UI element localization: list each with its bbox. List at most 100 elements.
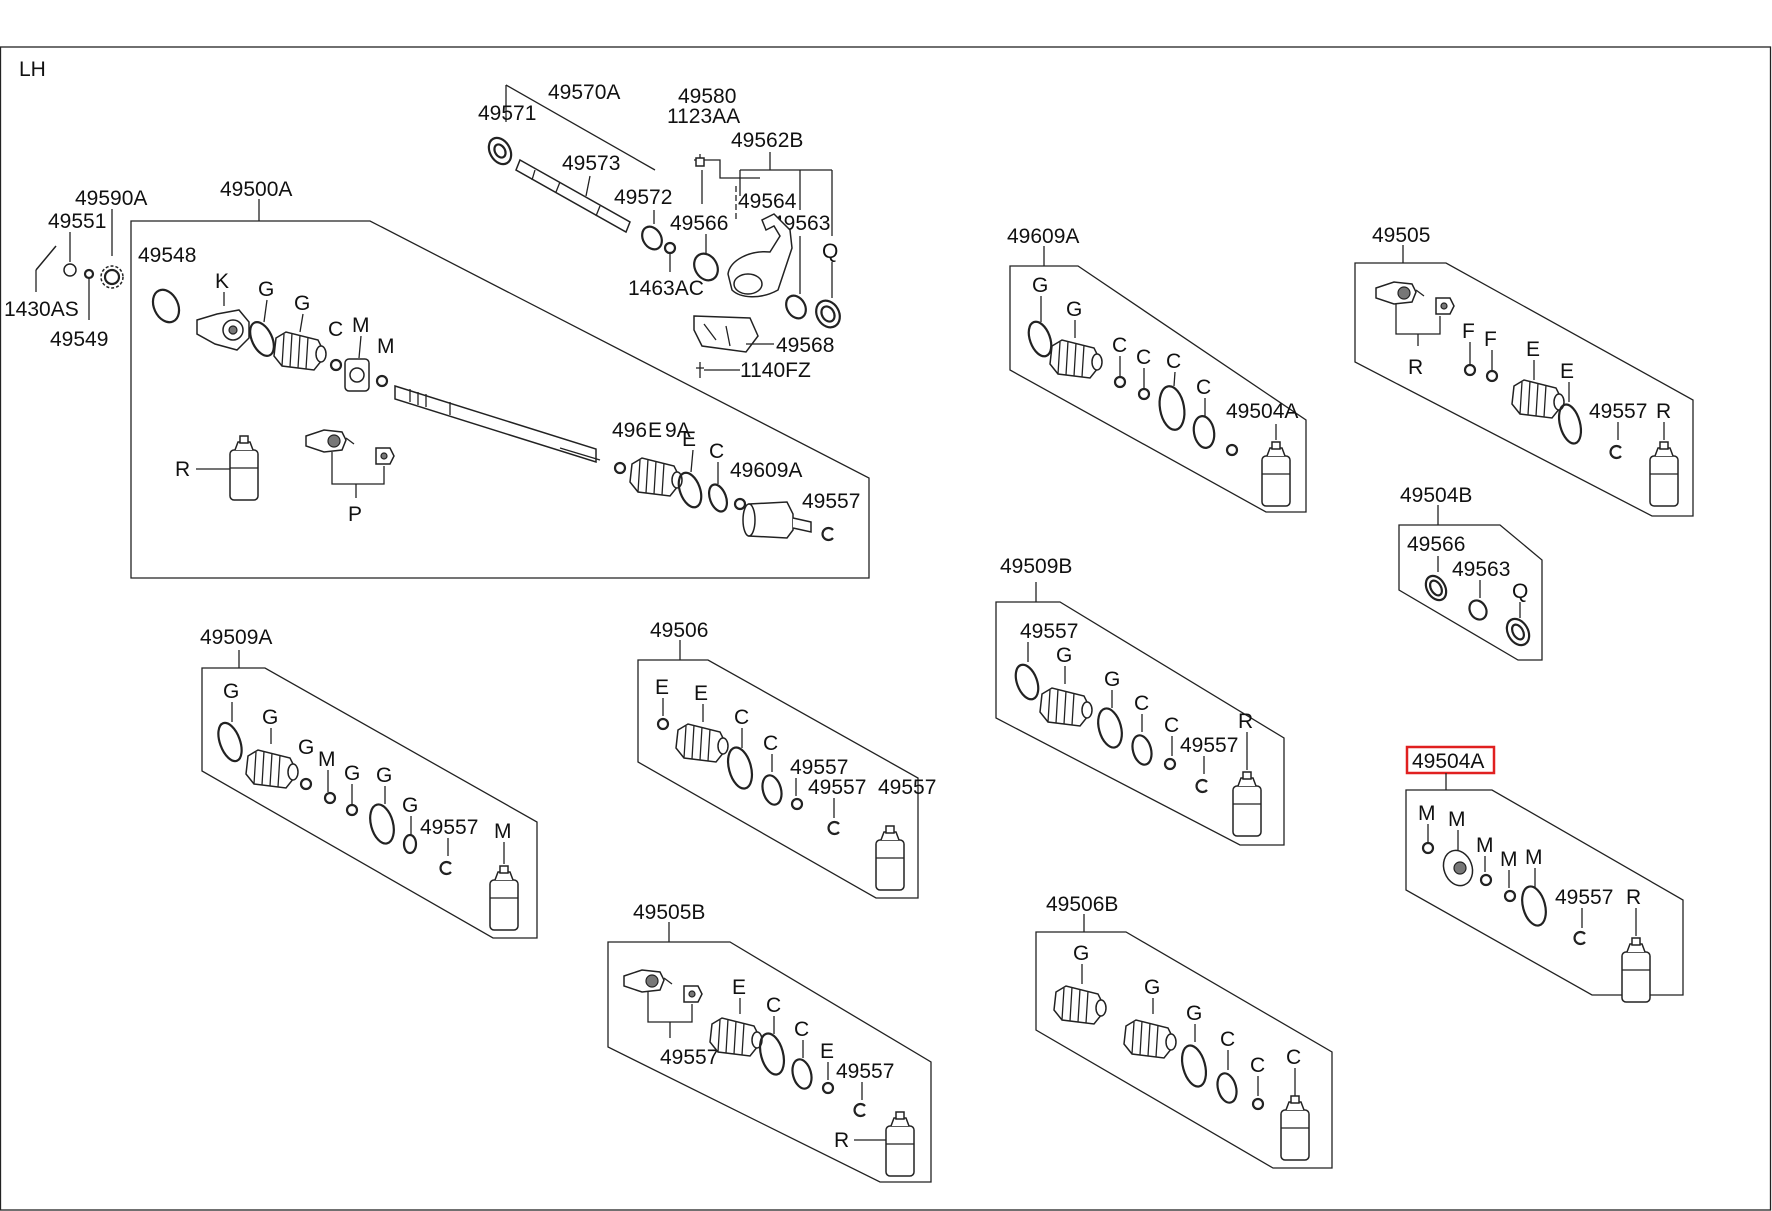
callout-49572[interactable]: 49572: [614, 186, 672, 209]
callout-C2[interactable]: C: [794, 1018, 809, 1041]
callout-1463AC[interactable]: 1463AC: [628, 277, 704, 300]
callout-E1[interactable]: E: [655, 676, 669, 699]
callout-M4[interactable]: M: [1500, 848, 1518, 871]
callout-496xx[interactable]: 496: [612, 419, 647, 442]
callout-G3[interactable]: G: [1186, 1002, 1202, 1025]
callout-C1[interactable]: C: [766, 994, 781, 1017]
callout-49571[interactable]: 49571: [478, 102, 536, 125]
callout-49564[interactable]: 49564: [738, 190, 797, 213]
callout-R1[interactable]: R: [1408, 356, 1423, 379]
callout-G1[interactable]: G: [1073, 942, 1089, 965]
callout-E2[interactable]: E: [820, 1040, 834, 1063]
callout-M1[interactable]: M: [1418, 802, 1436, 825]
callout-49506B-kit[interactable]: 49506B: [1046, 893, 1118, 916]
callout-C1[interactable]: C: [1112, 334, 1127, 357]
callout-49506-kit[interactable]: 49506: [650, 619, 708, 642]
callout-49504A-top[interactable]: 49504A: [1226, 400, 1298, 423]
callout-49566-top[interactable]: 49566: [670, 212, 728, 235]
callout-49509B-kit[interactable]: 49509B: [1000, 555, 1072, 578]
callout-G5[interactable]: G: [376, 764, 392, 787]
callout-49557b[interactable]: 49557: [836, 1060, 894, 1083]
callout-G4[interactable]: G: [344, 762, 360, 785]
callout-C1[interactable]: C: [1220, 1028, 1235, 1051]
callout-C4[interactable]: C: [1196, 376, 1211, 399]
callout-M5[interactable]: M: [1525, 846, 1543, 869]
callout-G6[interactable]: G: [402, 794, 418, 817]
callout-C2[interactable]: C: [1136, 346, 1151, 369]
callout-1123AA[interactable]: 1123AA: [667, 105, 740, 128]
callout-49557a[interactable]: 49557: [790, 756, 848, 779]
callout-F2[interactable]: F: [1484, 328, 1497, 351]
callout-49590A[interactable]: 49590A: [75, 187, 147, 210]
callout-49563[interactable]: 49563: [1452, 558, 1510, 581]
callout-49504A-kit[interactable]: 49504A: [1412, 750, 1484, 773]
callout-49557[interactable]: 49557: [1555, 886, 1613, 909]
callout-C2[interactable]: C: [763, 732, 778, 755]
callout-C2[interactable]: C: [709, 440, 724, 463]
callout-G2[interactable]: G: [262, 706, 278, 729]
callout-49509A-kit[interactable]: 49509A: [200, 626, 272, 649]
callout-49551[interactable]: 49551: [48, 210, 106, 233]
callout-49548[interactable]: 49548: [138, 244, 196, 267]
callout-G2[interactable]: G: [294, 292, 310, 315]
callout-49505-kit[interactable]: 49505: [1372, 224, 1430, 247]
callout-M2[interactable]: M: [377, 335, 395, 358]
callout-M2[interactable]: M: [494, 820, 512, 843]
callout-49570A[interactable]: 49570A: [548, 81, 620, 104]
callout-E2[interactable]: E: [682, 428, 696, 451]
callout-49557a[interactable]: 49557: [1020, 620, 1078, 643]
callout-C3[interactable]: C: [1286, 1046, 1301, 1069]
callout-G3[interactable]: G: [298, 736, 314, 759]
callout-49557b[interactable]: 49557: [808, 776, 866, 799]
callout-M1[interactable]: M: [352, 314, 370, 337]
callout-E1[interactable]: E: [732, 976, 746, 999]
callout-G1[interactable]: G: [1056, 644, 1072, 667]
callout-49557[interactable]: 49557: [420, 816, 478, 839]
callout-49573[interactable]: 49573: [562, 152, 620, 175]
callout-1430AS[interactable]: 1430AS: [4, 298, 79, 321]
callout-49505B-kit[interactable]: 49505B: [633, 901, 705, 924]
callout-M3[interactable]: M: [1476, 834, 1494, 857]
callout-C2[interactable]: C: [1250, 1054, 1265, 1077]
callout-G1[interactable]: G: [1032, 274, 1048, 297]
callout-C2[interactable]: C: [1164, 714, 1179, 737]
callout-K[interactable]: K: [215, 270, 229, 293]
callout-Q-top[interactable]: Q: [822, 240, 838, 263]
callout-G2[interactable]: G: [1066, 298, 1082, 321]
callout-49609A-kit[interactable]: 49609A: [1007, 225, 1079, 248]
callout-E1[interactable]: E: [1526, 338, 1540, 361]
callout-49557c[interactable]: 49557: [878, 776, 936, 799]
callout-49562B[interactable]: 49562B: [731, 129, 803, 152]
callout-R[interactable]: R: [1626, 886, 1641, 909]
callout-Q[interactable]: Q: [1512, 580, 1528, 603]
callout-G1[interactable]: G: [258, 278, 274, 301]
callout-G1[interactable]: G: [223, 680, 239, 703]
callout-49557[interactable]: 49557: [802, 490, 860, 513]
callout-49557a[interactable]: 49557: [660, 1046, 718, 1069]
callout-C1[interactable]: C: [1134, 692, 1149, 715]
callout-49566[interactable]: 49566: [1407, 533, 1465, 556]
callout-E2[interactable]: E: [1560, 360, 1574, 383]
callout-49549[interactable]: 49549: [50, 328, 108, 351]
callout-C1[interactable]: C: [734, 706, 749, 729]
callout-E2[interactable]: E: [694, 682, 708, 705]
callout-C3[interactable]: C: [1166, 350, 1181, 373]
callout-49568[interactable]: 49568: [776, 334, 834, 357]
callout-R[interactable]: R: [1238, 710, 1253, 733]
callout-R2[interactable]: R: [1656, 400, 1671, 423]
callout-49609A[interactable]: 49609A: [730, 459, 802, 482]
callout-P[interactable]: P: [348, 503, 362, 526]
callout-49504B-kit[interactable]: 49504B: [1400, 484, 1472, 507]
callout-F1[interactable]: F: [1462, 320, 1475, 343]
callout-49580[interactable]: 49580: [678, 85, 736, 108]
callout-E1[interactable]: E: [648, 419, 662, 442]
callout-G2[interactable]: G: [1144, 976, 1160, 999]
callout-C1[interactable]: C: [328, 318, 343, 341]
callout-1140FZ[interactable]: 1140FZ: [740, 359, 811, 382]
callout-M2[interactable]: M: [1448, 808, 1466, 831]
callout-R[interactable]: R: [834, 1129, 849, 1152]
callout-49557[interactable]: 49557: [1589, 400, 1647, 423]
callout-G2[interactable]: G: [1104, 668, 1120, 691]
callout-49500A[interactable]: 49500A: [220, 178, 292, 201]
callout-M1[interactable]: M: [318, 748, 336, 771]
